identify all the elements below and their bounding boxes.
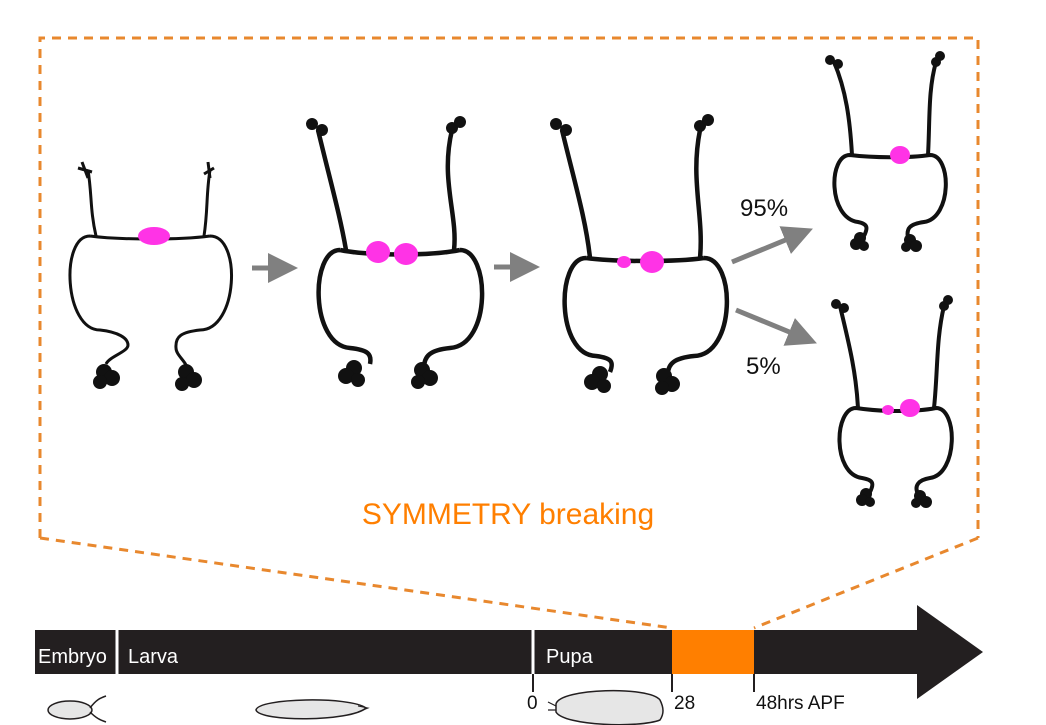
stage-embryo: Embryo <box>38 646 107 668</box>
tick-48: 48hrs APF <box>756 693 845 714</box>
highlight-blob <box>617 256 631 268</box>
tuft-icon <box>825 51 945 252</box>
tuft-icon <box>550 114 714 395</box>
highlight-blob <box>882 405 894 415</box>
symmetry-window <box>672 630 754 674</box>
embryo-icon <box>47 695 107 723</box>
organ-outcome-5 <box>831 295 954 508</box>
tick-0: 0 <box>527 693 538 714</box>
organ-outcome-95 <box>825 51 948 252</box>
organ-stage-1 <box>68 161 233 391</box>
highlight-blob <box>890 146 910 164</box>
tuft-icon <box>831 295 953 508</box>
highlight-blob <box>138 227 170 245</box>
pupa-icon <box>547 689 664 725</box>
timeline-arrowhead <box>917 605 983 699</box>
organ-stage-2 <box>306 116 485 389</box>
larva-icon <box>255 699 370 720</box>
symmetry-title: SYMMETRY breaking <box>362 498 654 531</box>
stage-pupa: Pupa <box>546 646 594 668</box>
arrow-95 <box>731 226 813 265</box>
zoom-frame <box>38 36 980 630</box>
outcome-95-label: 95% <box>740 195 788 222</box>
highlight-blob <box>900 399 920 417</box>
tuft-icon <box>93 364 202 391</box>
timeline: Embryo Larva Pupa 0 28 48hrs APF <box>35 605 983 714</box>
highlight-blob <box>366 241 390 263</box>
tick-28: 28 <box>674 693 695 714</box>
highlight-blob <box>640 251 664 273</box>
arrow-5 <box>735 307 817 346</box>
outcome-5-label: 5% <box>746 353 781 380</box>
organ-stage-3 <box>550 114 729 395</box>
stage-larva: Larva <box>128 646 179 668</box>
tuft-icon <box>306 116 466 389</box>
highlight-blob <box>394 243 418 265</box>
